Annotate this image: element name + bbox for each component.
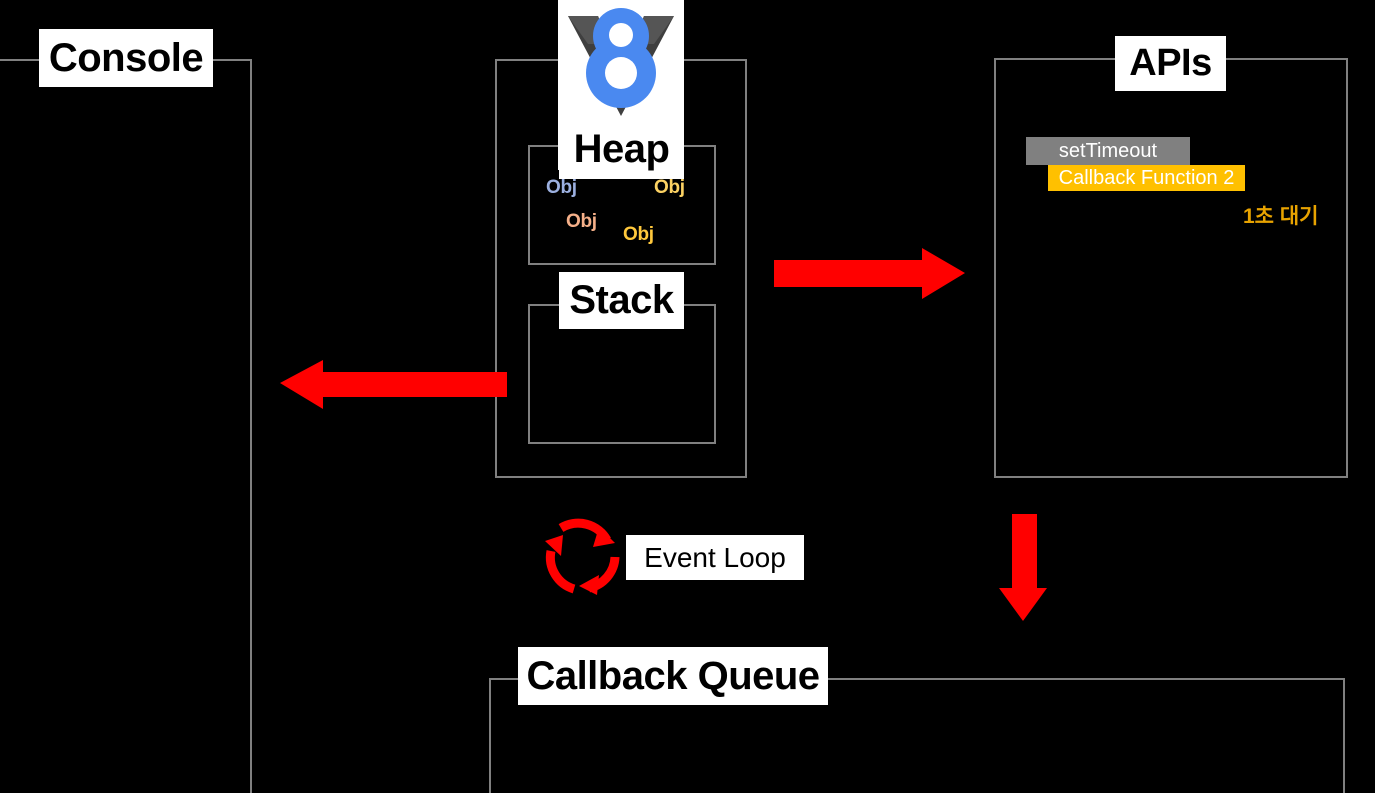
heap-object: Obj (546, 177, 577, 198)
api-task-settimeout: setTimeout (1026, 137, 1190, 165)
console-title: Console (39, 29, 213, 87)
v8-logo (568, 8, 674, 116)
console-panel (0, 59, 252, 793)
api-task-callback-function-2: Callback Function 2 (1048, 165, 1245, 191)
callback-queue-panel (489, 678, 1345, 793)
heap-object: Obj (566, 211, 597, 232)
heap-object: Obj (654, 177, 685, 198)
event-loop-label: Event Loop (626, 535, 804, 580)
api-wait-label: 1초 대기 (1243, 205, 1319, 228)
heap-title: Heap (559, 119, 684, 179)
arrow-v8-to-console (279, 356, 507, 412)
arrow-v8-to-apis (774, 246, 966, 302)
callback-queue-title: Callback Queue (518, 647, 828, 705)
apis-panel (994, 58, 1348, 478)
arrow-apis-to-queue (996, 514, 1048, 622)
v8-logo-plate (558, 0, 684, 170)
stack-title: Stack (559, 272, 684, 329)
heap-object: Obj (623, 224, 654, 245)
circular-arrows-icon (535, 507, 629, 601)
apis-title: APIs (1115, 36, 1226, 91)
